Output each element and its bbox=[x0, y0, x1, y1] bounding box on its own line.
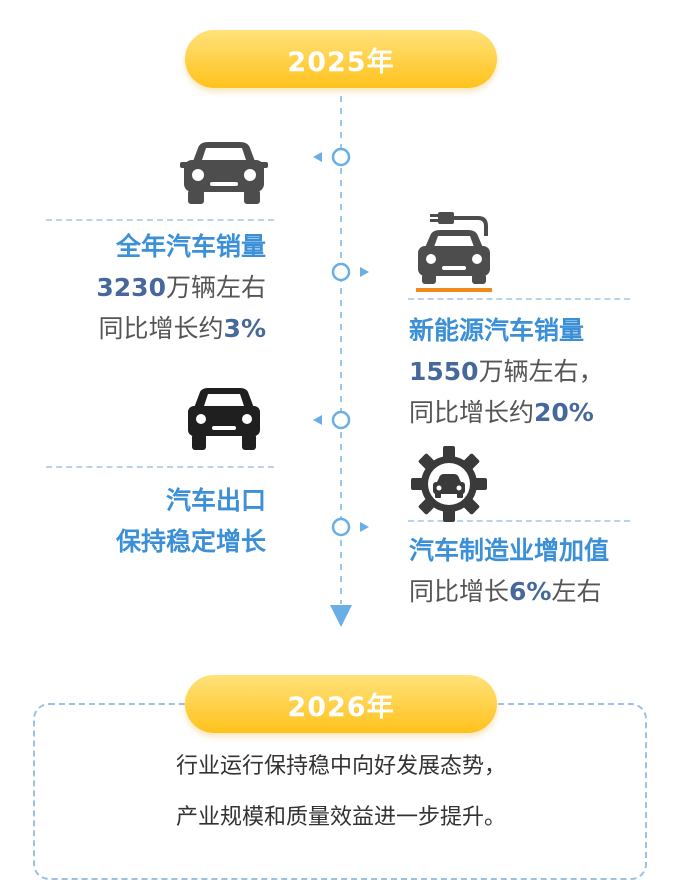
nev-sales-title: 新能源汽车销量 bbox=[409, 316, 585, 345]
timeline-node-3-arrow bbox=[313, 415, 322, 425]
manufacturing-growth-suffix: 左右 bbox=[551, 577, 602, 606]
total-sales-title: 全年汽车销量 bbox=[115, 232, 266, 261]
outlook-line-1: 行业运行保持稳中向好发展态势， bbox=[175, 754, 506, 779]
year-2026-label: 2026年 bbox=[287, 691, 395, 723]
nev-sales-growth-line: 同比增长约20% bbox=[409, 392, 594, 433]
outlook-line-2: 产业规模和质量效益进一步提升。 bbox=[175, 805, 506, 830]
separator-left-1 bbox=[46, 219, 274, 221]
export-title-line1: 汽车出口 bbox=[165, 486, 266, 515]
ev-charging-car-icon bbox=[416, 212, 492, 292]
timeline-node-2 bbox=[331, 262, 351, 282]
manufacturing-growth-prefix: 同比增长 bbox=[409, 577, 510, 606]
car-front-icon bbox=[180, 142, 268, 204]
year-2026-badge: 2026年 bbox=[185, 675, 497, 733]
total-sales-growth-line: 同比增长约3% bbox=[40, 308, 266, 349]
nev-sales-value-line: 1550万辆左右， bbox=[409, 351, 604, 392]
separator-right-1 bbox=[408, 298, 630, 300]
manufacturing-growth-line: 同比增长6%左右 bbox=[409, 571, 601, 612]
export-title-line2: 保持稳定增长 bbox=[115, 527, 266, 556]
manufacturing-title: 汽车制造业增加值 bbox=[409, 536, 610, 565]
year-2025-badge: 2025年 bbox=[185, 30, 497, 88]
manufacturing-growth-value: 6% bbox=[509, 577, 552, 606]
total-sales-growth-prefix: 同比增长约 bbox=[98, 314, 224, 343]
year-2025-label: 2025年 bbox=[287, 46, 395, 78]
total-sales-value-suffix: 万辆左右 bbox=[165, 273, 266, 302]
timeline-node-4 bbox=[331, 517, 351, 537]
nev-sales-value: 1550 bbox=[409, 357, 479, 386]
timeline-node-1-arrow bbox=[313, 152, 322, 162]
separator-right-2 bbox=[408, 520, 630, 522]
arrow-down-icon bbox=[330, 605, 352, 627]
timeline-node-1 bbox=[331, 147, 351, 167]
total-sales-growth-value: 3% bbox=[223, 314, 266, 343]
total-sales-value: 3230 bbox=[96, 273, 166, 302]
timeline-node-3 bbox=[331, 410, 351, 430]
gear-car-icon bbox=[411, 446, 487, 522]
separator-left-2 bbox=[46, 466, 274, 468]
timeline-node-4-arrow bbox=[360, 522, 369, 532]
nev-sales-growth-prefix: 同比增长约 bbox=[409, 398, 535, 427]
total-sales-value-line: 3230万辆左右 bbox=[40, 267, 266, 308]
timeline-node-2-arrow bbox=[360, 267, 369, 277]
car-front-icon bbox=[188, 388, 260, 450]
nev-sales-value-suffix: 万辆左右， bbox=[478, 357, 604, 386]
nev-sales-growth-value: 20% bbox=[534, 398, 594, 427]
